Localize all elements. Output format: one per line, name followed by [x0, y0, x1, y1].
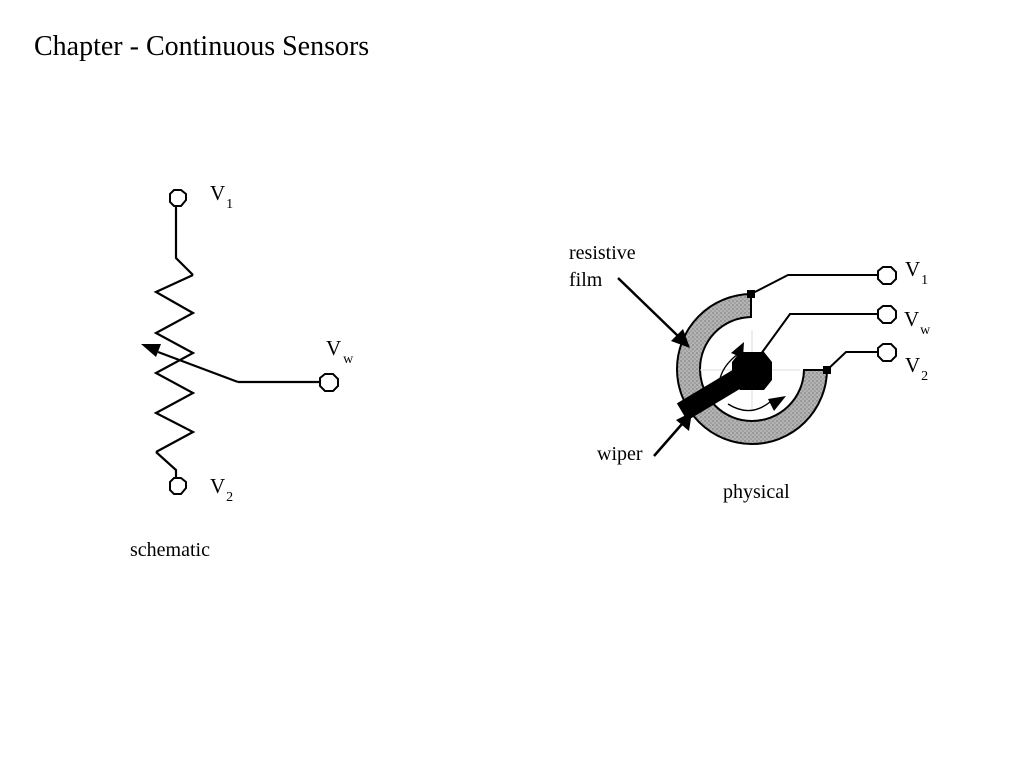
bottom-lead-wire [155, 451, 178, 480]
rotation-arrowhead-cw-icon [768, 396, 786, 411]
v2-terminal-icon [169, 477, 187, 495]
wiper-arrowhead-icon [141, 344, 161, 357]
schematic-diagram [141, 189, 339, 495]
schematic-caption: schematic [130, 539, 210, 561]
top-lead-wire [174, 206, 194, 276]
v2-contact-icon [823, 366, 831, 374]
vw-terminal-icon [319, 373, 339, 392]
wiper-hub-icon [732, 352, 772, 390]
wiper-arrow-line [157, 350, 239, 384]
resistor-zigzag [153, 274, 196, 453]
wiper-label: wiper [597, 443, 643, 465]
physical-vw-label: Vw [904, 307, 931, 338]
v1-contact-icon [747, 290, 755, 298]
film-pointer-arrowhead-icon [671, 329, 690, 348]
physical-v2-terminal-icon [877, 343, 897, 362]
wiper-pointer-arrowhead-icon [676, 412, 692, 431]
physical-caption: physical [723, 481, 790, 503]
v1-wire [750, 274, 878, 295]
schematic-v2-label: V2 [210, 474, 233, 505]
physical-diagram [617, 266, 897, 457]
wiper-pointer-line [653, 423, 683, 457]
resistive-film-ring [676, 292, 829, 445]
rotation-arrow-cw [727, 401, 771, 412]
page-title: Chapter - Continuous Sensors [34, 31, 370, 62]
vw-wire [757, 313, 878, 359]
schematic-v1-label: V1 [210, 181, 233, 212]
physical-v1-terminal-icon [877, 266, 897, 285]
physical-v1-label: V1 [905, 257, 928, 288]
film-label: resistive [569, 242, 636, 264]
film-label-line2: film [569, 269, 603, 291]
v2-wire [826, 351, 878, 371]
physical-v2-label: V2 [905, 353, 928, 384]
physical-vw-terminal-icon [877, 305, 897, 324]
film-pointer-line [617, 277, 679, 337]
v1-terminal-icon [169, 189, 187, 207]
